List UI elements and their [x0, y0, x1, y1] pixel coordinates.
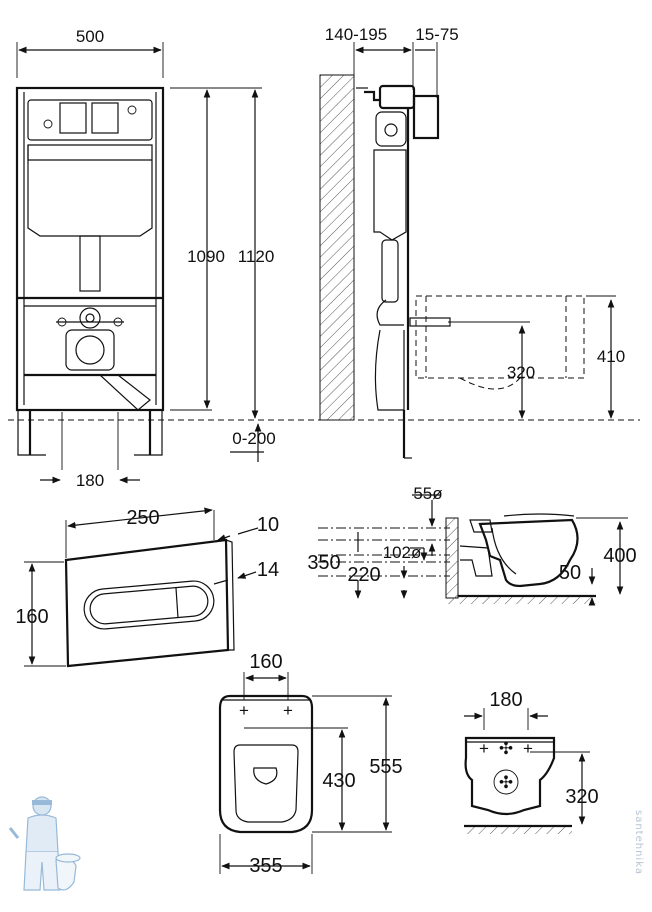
svg-text:✣: ✣	[499, 773, 513, 792]
dim-top-bolt-spacing: 160	[249, 651, 282, 673]
dim-bolt-to-front: 430	[322, 770, 355, 792]
dim-front-bolt-height: 320	[565, 786, 598, 808]
frame-side-view: 140-195 15-75 320 410 0-200	[230, 25, 625, 462]
svg-text:+: +	[479, 739, 489, 758]
watermark-text: santehnika	[633, 810, 644, 875]
dim-bowl-height: 320	[507, 363, 535, 382]
dim-wall-distance: 140-195	[325, 25, 387, 44]
pipe-heights-view: 55ø 102ø 350 220 400 50	[307, 484, 637, 606]
dim-bowl-width: 355	[249, 855, 282, 877]
dim-floor-gap: 50	[559, 562, 581, 584]
svg-text:+: +	[523, 739, 533, 758]
dim-water-height: 220	[347, 564, 380, 586]
dim-floor-adjust: 0-200	[232, 429, 275, 448]
dim-plate-width: 250	[126, 507, 159, 529]
dim-plate-thickness-b: 14	[257, 559, 279, 581]
dim-front-bolt-spacing: 180	[489, 689, 522, 711]
bowl-top-view: 160 + + 430 555 355	[218, 651, 403, 877]
dim-drain-height: 350	[307, 552, 340, 574]
flush-plate-view: 250 160 10 14	[15, 507, 279, 668]
plumber-mascot-icon	[8, 796, 81, 891]
dim-plate-thickness-a: 10	[257, 514, 279, 536]
dim-bowl-length: 555	[369, 756, 402, 778]
dim-frame-height-1120: 1120	[238, 247, 275, 266]
dim-frame-bowl-height: 410	[597, 347, 625, 366]
dim-frame-height-1090: 1090	[187, 247, 225, 266]
svg-text:✣: ✣	[499, 739, 513, 758]
dim-plate-height: 160	[15, 606, 48, 628]
wall-hatch	[319, 74, 355, 421]
frame-front-view: 500 1090	[15, 27, 275, 490]
bowl-front-view: 180 + ✣ + ✣ 320	[464, 689, 599, 834]
dim-drain-pipe: 102ø	[383, 543, 422, 562]
dim-flush-depth: 15-75	[415, 25, 458, 44]
svg-text:+: +	[239, 701, 249, 720]
dim-bracket-spacing: 180	[76, 471, 104, 490]
dim-water-pipe: 55ø	[413, 484, 442, 503]
dim-frame-width: 500	[76, 27, 104, 46]
svg-text:+: +	[283, 701, 293, 720]
dim-total-height: 400	[603, 545, 636, 567]
